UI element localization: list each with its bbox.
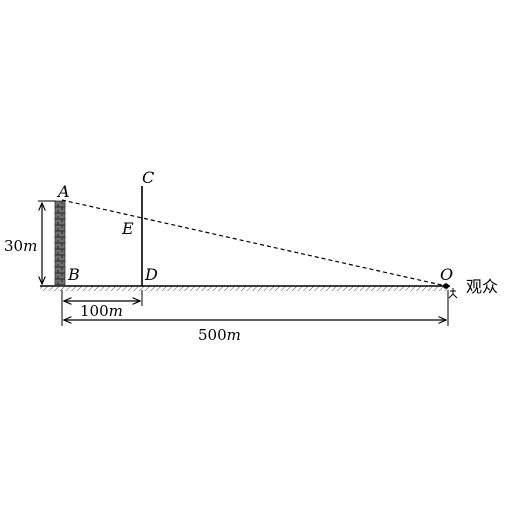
height-measure-label: 30m <box>4 237 37 255</box>
label-point-c: C <box>142 168 154 187</box>
sight-line-ao <box>61 199 447 287</box>
label-point-b: B <box>67 265 80 284</box>
tower-ab <box>54 200 66 287</box>
viewer-figure-icon <box>448 288 458 299</box>
label-point-e: E <box>121 219 134 238</box>
label-point-o: O <box>440 265 453 284</box>
viewer-label: 观众 <box>466 277 498 296</box>
viewer-point-o <box>443 283 449 289</box>
ground-hatching <box>40 286 450 291</box>
label-point-a: A <box>56 182 70 201</box>
long-distance-label: 500m <box>198 326 241 344</box>
label-point-d: D <box>144 265 158 284</box>
short-distance-label: 100m <box>80 302 123 320</box>
